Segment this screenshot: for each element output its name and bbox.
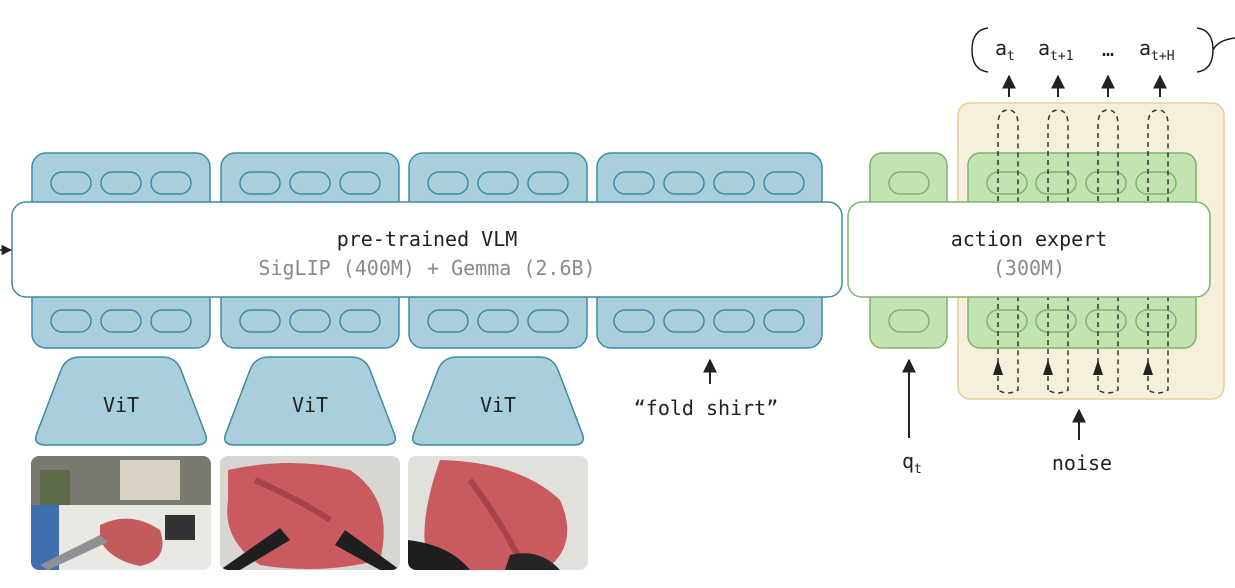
vit-encoder-2 bbox=[223, 356, 397, 446]
vlm-title: pre-trained VLM bbox=[337, 227, 518, 251]
output-action-tH: at+H bbox=[1139, 36, 1175, 64]
vlm-subtitle: SigLIP (400M) + Gemma (2.6B) bbox=[258, 256, 595, 280]
output-action-t1: at+1 bbox=[1038, 36, 1074, 64]
loop-arrowheads bbox=[993, 360, 1153, 375]
vit-label: ViT bbox=[292, 393, 328, 417]
vit-label: ViT bbox=[103, 393, 139, 417]
output-right-bracket bbox=[1196, 27, 1214, 73]
expert-banner bbox=[847, 201, 1211, 298]
vit-encoders: ViT ViT ViT bbox=[34, 356, 585, 446]
noise-label: noise bbox=[1052, 451, 1112, 475]
output-action-t: at bbox=[995, 36, 1015, 64]
camera-left-wrist bbox=[220, 456, 400, 570]
state-label: qt bbox=[902, 449, 922, 477]
camera-images bbox=[31, 456, 588, 570]
prompt-text: “fold shirt” bbox=[634, 396, 779, 420]
output-left-bracket bbox=[971, 27, 989, 73]
camera-right-wrist bbox=[408, 456, 588, 570]
denoising-loops bbox=[997, 109, 1169, 394]
output-arrows bbox=[1002, 74, 1167, 97]
camera-base-view bbox=[31, 456, 211, 570]
vit-label: ViT bbox=[480, 393, 516, 417]
output-return-line bbox=[1212, 37, 1235, 51]
expert-subtitle: (300M) bbox=[993, 256, 1065, 280]
vit-encoder-3 bbox=[411, 356, 585, 446]
output-ellipsis: … bbox=[1102, 37, 1114, 61]
expert-title: action expert bbox=[951, 227, 1108, 251]
vit-encoder-1 bbox=[34, 356, 208, 446]
